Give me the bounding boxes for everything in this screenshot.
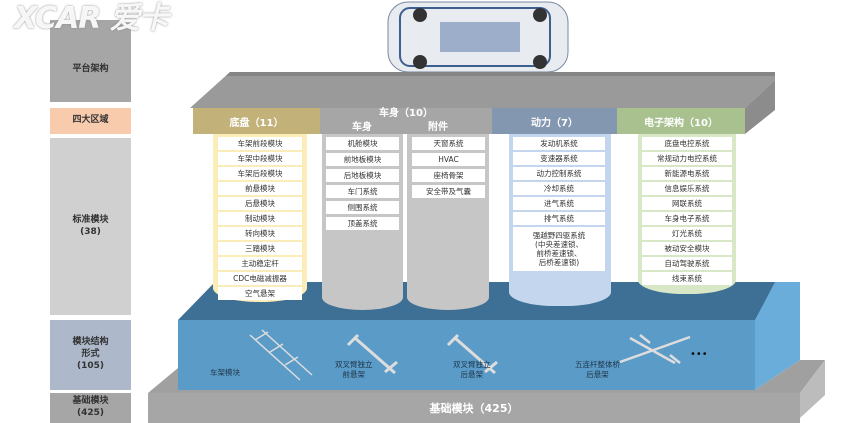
list-item: 常规动力电控系统 bbox=[642, 152, 732, 165]
caption-rear-suspension: 双叉臂独立 后悬架 bbox=[453, 360, 491, 380]
list-item: 转向模块 bbox=[218, 227, 302, 240]
domain-header-chassis: 底盘（11） bbox=[193, 108, 320, 134]
list-item: 灯光系统 bbox=[642, 227, 732, 240]
list-item: 三踏模块 bbox=[218, 242, 302, 255]
label-standard-modules: 标准模块 (38) bbox=[50, 138, 131, 315]
platform-slab-side bbox=[745, 80, 775, 134]
list-item: 信息娱乐系统 bbox=[642, 182, 732, 195]
label-structure-forms: 模块结构 形式 (105) bbox=[50, 320, 131, 390]
component-images bbox=[249, 329, 691, 381]
list-item: 车门系统 bbox=[326, 185, 399, 198]
list-item: 强越野四驱系统 (中央差速锁、 前桥差速锁、 后桥差速锁) bbox=[513, 227, 605, 271]
list-item: 前地板模块 bbox=[326, 153, 399, 166]
list-item: 被动安全模块 bbox=[642, 242, 732, 255]
label-platform: 平台架构 bbox=[50, 20, 131, 102]
base-module-bar: 基础模块（425） bbox=[148, 393, 800, 423]
domain-header-body: 车身（10） bbox=[320, 108, 492, 134]
list-item: HVAC bbox=[412, 153, 485, 166]
list-item: 后悬模块 bbox=[218, 197, 302, 210]
chassis-module-list: 车架前段模块 车架中段模块 车架后段模块 前悬模块 后悬模块 制动模块 转向模块… bbox=[218, 137, 302, 300]
body-module-list: 机舱模块 前地板模块 后地板模块 车门系统 侧围系统 顶盖系统 bbox=[326, 137, 399, 230]
list-item: 后地板模块 bbox=[326, 169, 399, 182]
caption-front-suspension: 双叉臂独立 前悬架 bbox=[335, 360, 373, 380]
caption-five-link-suspension: 五连杆整体桥 后悬架 bbox=[575, 360, 620, 380]
base-slab-top bbox=[148, 360, 825, 393]
list-item: 进气系统 bbox=[513, 197, 605, 210]
body-sub-accessories: 附件 bbox=[428, 122, 448, 133]
list-item: 安全带及气囊 bbox=[412, 185, 485, 198]
list-item: 车架前段模块 bbox=[218, 137, 302, 150]
label-domains: 四大区域 bbox=[50, 108, 131, 134]
platform-slab-top bbox=[190, 72, 775, 108]
list-item: 冷却系统 bbox=[513, 182, 605, 195]
list-item: CDC电磁减振器 bbox=[218, 272, 302, 285]
car-chassis-image bbox=[387, 1, 569, 73]
more-indicator: ••• bbox=[690, 349, 708, 360]
list-item: 排气系统 bbox=[513, 212, 605, 225]
list-item: 前悬模块 bbox=[218, 182, 302, 195]
list-item: 车架中段模块 bbox=[218, 152, 302, 165]
list-item: 线束系统 bbox=[642, 272, 732, 285]
list-item: 座椅骨架 bbox=[412, 169, 485, 182]
list-item: 车身电子系统 bbox=[642, 212, 732, 225]
list-item: 制动模块 bbox=[218, 212, 302, 225]
list-item: 空气悬架 bbox=[218, 287, 302, 300]
list-item: 底盘电控系统 bbox=[642, 137, 732, 150]
accessory-module-list: 天窗系统 HVAC 座椅骨架 安全带及气囊 bbox=[412, 137, 485, 198]
electronics-module-list: 底盘电控系统 常规动力电控系统 新能源电系统 信息娱乐系统 网联系统 车身电子系… bbox=[642, 137, 732, 285]
list-item: 网联系统 bbox=[642, 197, 732, 210]
list-item: 变速器系统 bbox=[513, 152, 605, 165]
domain-header-electronics: 电子架构（10） bbox=[617, 108, 745, 134]
list-item: 顶盖系统 bbox=[326, 217, 399, 230]
body-title: 车身（10） bbox=[379, 108, 433, 119]
list-item: 自动驾驶系统 bbox=[642, 257, 732, 270]
structure-box-side bbox=[755, 282, 800, 390]
list-item: 机舱模块 bbox=[326, 137, 399, 150]
caption-frame-module: 车架模块 bbox=[210, 368, 240, 377]
label-base-modules: 基础模块 (425) bbox=[50, 393, 131, 423]
list-item: 发动机系统 bbox=[513, 137, 605, 150]
list-item: 动力控制系统 bbox=[513, 167, 605, 180]
domain-header-power: 动力（7） bbox=[492, 108, 617, 134]
power-module-list: 发动机系统 变速器系统 动力控制系统 冷却系统 进气系统 排气系统 强越野四驱系… bbox=[513, 137, 605, 271]
base-module-label: 基础模块（425） bbox=[429, 402, 519, 415]
list-item: 侧围系统 bbox=[326, 201, 399, 214]
list-item: 主动稳定杆 bbox=[218, 257, 302, 270]
list-item: 车架后段模块 bbox=[218, 167, 302, 180]
list-item: 新能源电系统 bbox=[642, 167, 732, 180]
list-item: 天窗系统 bbox=[412, 137, 485, 150]
xcar-logo: XCAR 爱卡 bbox=[14, 1, 169, 36]
body-sub-body: 车身 bbox=[352, 122, 372, 133]
